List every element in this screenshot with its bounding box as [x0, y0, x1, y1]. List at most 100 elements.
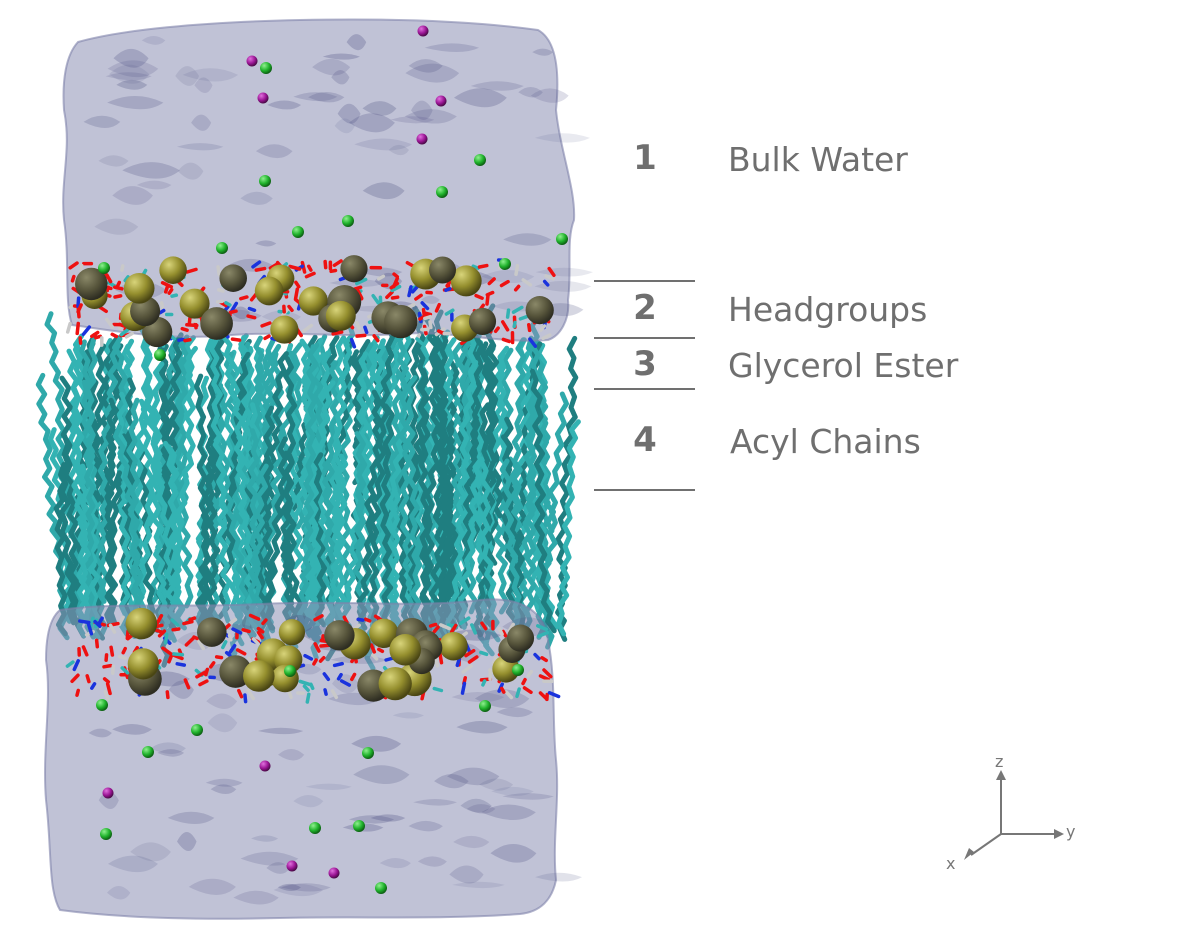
phosphorus-atom: [159, 256, 187, 284]
headgroup-bond: [120, 666, 130, 675]
headgroup-bond: [497, 626, 504, 636]
water-wisp: [293, 795, 324, 808]
acyl-chain: [420, 309, 444, 626]
headgroup-bond: [214, 655, 224, 660]
water-wisp: [466, 804, 496, 814]
acyl-chain: [290, 342, 306, 530]
chloride-ion: [154, 349, 166, 361]
water-wisp: [109, 64, 150, 84]
phosphorus-atom: [123, 272, 155, 304]
sodium-ion: [246, 55, 258, 67]
headgroup-bond: [246, 688, 256, 701]
headgroup-bond: [155, 613, 164, 626]
water-wisp: [205, 778, 243, 787]
axis-label-z: z: [995, 752, 1004, 771]
axis-label-x: x: [946, 854, 956, 873]
acyl-chain: [137, 324, 180, 624]
sodium-ion: [257, 92, 269, 104]
water-wisp: [481, 804, 536, 820]
headgroup-bond: [527, 322, 532, 333]
region-number-4: 4: [633, 420, 657, 460]
headgroup-bond: [81, 325, 92, 337]
headgroup-bond: [336, 672, 343, 681]
phosphorus-atom: [450, 265, 482, 297]
phosphorus-atom: [378, 666, 412, 701]
water-wisp: [354, 138, 413, 151]
water-wisp: [491, 786, 534, 796]
headgroup-bond: [287, 304, 294, 313]
sodium-ion: [328, 867, 340, 879]
water-wisp: [207, 713, 238, 733]
chloride-ion: [191, 724, 203, 736]
chloride-ion: [353, 820, 365, 832]
headgroup-bond: [528, 337, 538, 348]
water-wisp: [453, 835, 490, 849]
bottom-headgroup-layer: [65, 607, 561, 704]
headgroup-bond: [313, 642, 321, 653]
headgroup-bond: [356, 617, 365, 622]
water-wisp: [112, 724, 152, 735]
headgroup-bond: [75, 688, 80, 697]
headgroup-bond: [493, 326, 500, 334]
headgroup-bond: [322, 672, 331, 682]
water-wisp: [388, 144, 410, 156]
headgroup-bond: [171, 652, 185, 657]
phosphorus-atom: [254, 276, 284, 306]
headgroup-bond: [115, 280, 122, 289]
headgroup-bond: [511, 305, 524, 314]
headgroup-bond: [538, 324, 547, 332]
headgroup-bond: [376, 274, 386, 281]
headgroup-bond: [444, 308, 455, 316]
sodium-ion: [286, 860, 298, 872]
headgroup-bond: [420, 301, 430, 311]
headgroup-bond: [216, 265, 222, 277]
acyl-chain: [247, 463, 269, 624]
headgroup-bond: [377, 647, 385, 654]
headgroup-bond: [541, 333, 552, 341]
headgroup-bond: [432, 625, 440, 634]
water-wisp: [167, 811, 215, 825]
headgroup-bond: [184, 636, 195, 647]
headgroup-bond: [231, 627, 243, 635]
water-wisp: [404, 109, 457, 124]
headgroup-bond: [540, 656, 548, 663]
water-wisp: [278, 749, 305, 761]
headgroup-bond: [235, 648, 247, 656]
headgroup-bond: [294, 280, 301, 289]
water-wisp: [530, 88, 569, 103]
phosphorus-atom: [197, 617, 227, 647]
phosphorus-atom: [324, 620, 355, 651]
acyl-chain: [445, 359, 479, 634]
headgroup-bond: [332, 661, 344, 668]
acyl-chain: [368, 318, 396, 629]
headgroup-bond: [70, 274, 76, 283]
headgroup-bond: [526, 669, 534, 678]
water-wisp: [502, 793, 554, 800]
water-wisp: [413, 798, 457, 806]
acyl-chain: [316, 360, 341, 623]
headgroup-bond: [433, 657, 440, 668]
water-wisp: [136, 180, 172, 190]
headgroup-bond: [228, 617, 238, 625]
water-wisp: [359, 267, 403, 277]
headgroup-bond: [163, 632, 169, 645]
headgroup-bond: [355, 333, 367, 338]
headgroup-bond: [474, 293, 484, 300]
water-wisp: [210, 784, 237, 794]
headgroup-bond: [76, 296, 81, 308]
acyl-chain: [556, 419, 581, 637]
region-number-2: 2: [633, 288, 657, 328]
water-wisp: [240, 191, 273, 205]
phosphorus-atom: [127, 648, 159, 680]
phosphorus-atom: [270, 315, 299, 344]
headgroup-bond: [96, 616, 104, 626]
headgroup-bond: [246, 314, 257, 320]
headgroup-bond: [160, 281, 174, 289]
water-wisp: [277, 883, 301, 891]
headgroup-bond: [209, 661, 216, 669]
headgroup-bond: [458, 616, 471, 626]
headgroup-bond: [542, 668, 553, 679]
phosphorus-atom: [439, 631, 468, 661]
headgroup-bond: [301, 323, 314, 334]
